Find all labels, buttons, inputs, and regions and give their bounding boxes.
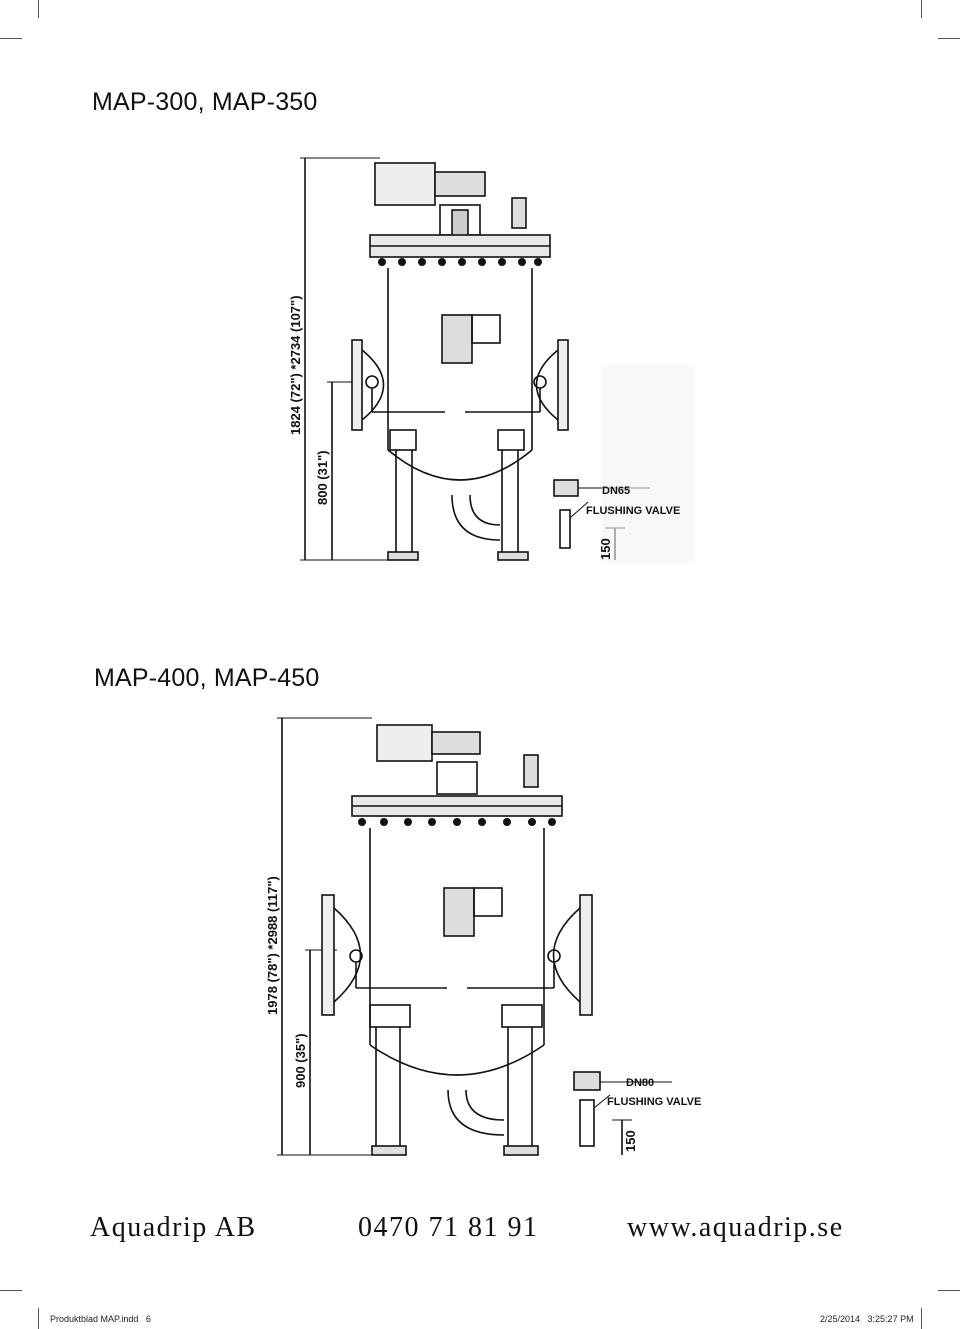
section2-title: MAP-400, MAP-450	[94, 664, 320, 692]
section1-valve-label: FLUSHING VALVE	[586, 505, 680, 517]
footer-phone: 0470 71 81 91	[358, 1212, 539, 1243]
crop-mark	[938, 1290, 960, 1291]
section1-dim-inlet: 800 (31")	[315, 450, 330, 505]
crop-mark	[921, 0, 922, 18]
footer-website[interactable]: www.aquadrip.se	[627, 1212, 844, 1243]
crop-mark	[938, 38, 960, 39]
section2-valve-size: DN80	[626, 1077, 654, 1089]
section2-valve-label: FLUSHING VALVE	[607, 1096, 701, 1108]
crop-mark	[921, 1308, 922, 1329]
footer-company: Aquadrip AB	[90, 1212, 257, 1243]
section1-dim-total: 1824 (72") *2734 (107")	[288, 295, 303, 435]
section1-valve-size: DN65	[602, 485, 630, 497]
section1-dim-valve: 150	[598, 538, 613, 560]
section1-drawing: 1824 (72") *2734 (107") 800 (31") 150 DN…	[270, 150, 700, 570]
crop-mark	[38, 1308, 39, 1329]
crop-mark	[0, 1290, 22, 1291]
crop-mark	[38, 0, 39, 18]
section2-drawing: 1978 (78") *2988 (117") 900 (35") 150 DN…	[252, 710, 712, 1160]
section2-dim-valve: 150	[623, 1130, 638, 1152]
crop-mark	[0, 38, 22, 39]
slug-timestamp: 2/25/2014 3:25:27 PM	[820, 1314, 914, 1324]
section2-dim-total: 1978 (78") *2988 (117")	[265, 876, 280, 1015]
slug-filename: Produktblad MAP.indd 6	[50, 1314, 151, 1324]
section1-title: MAP-300, MAP-350	[92, 88, 318, 116]
section2-dim-inlet: 900 (35")	[293, 1033, 308, 1088]
